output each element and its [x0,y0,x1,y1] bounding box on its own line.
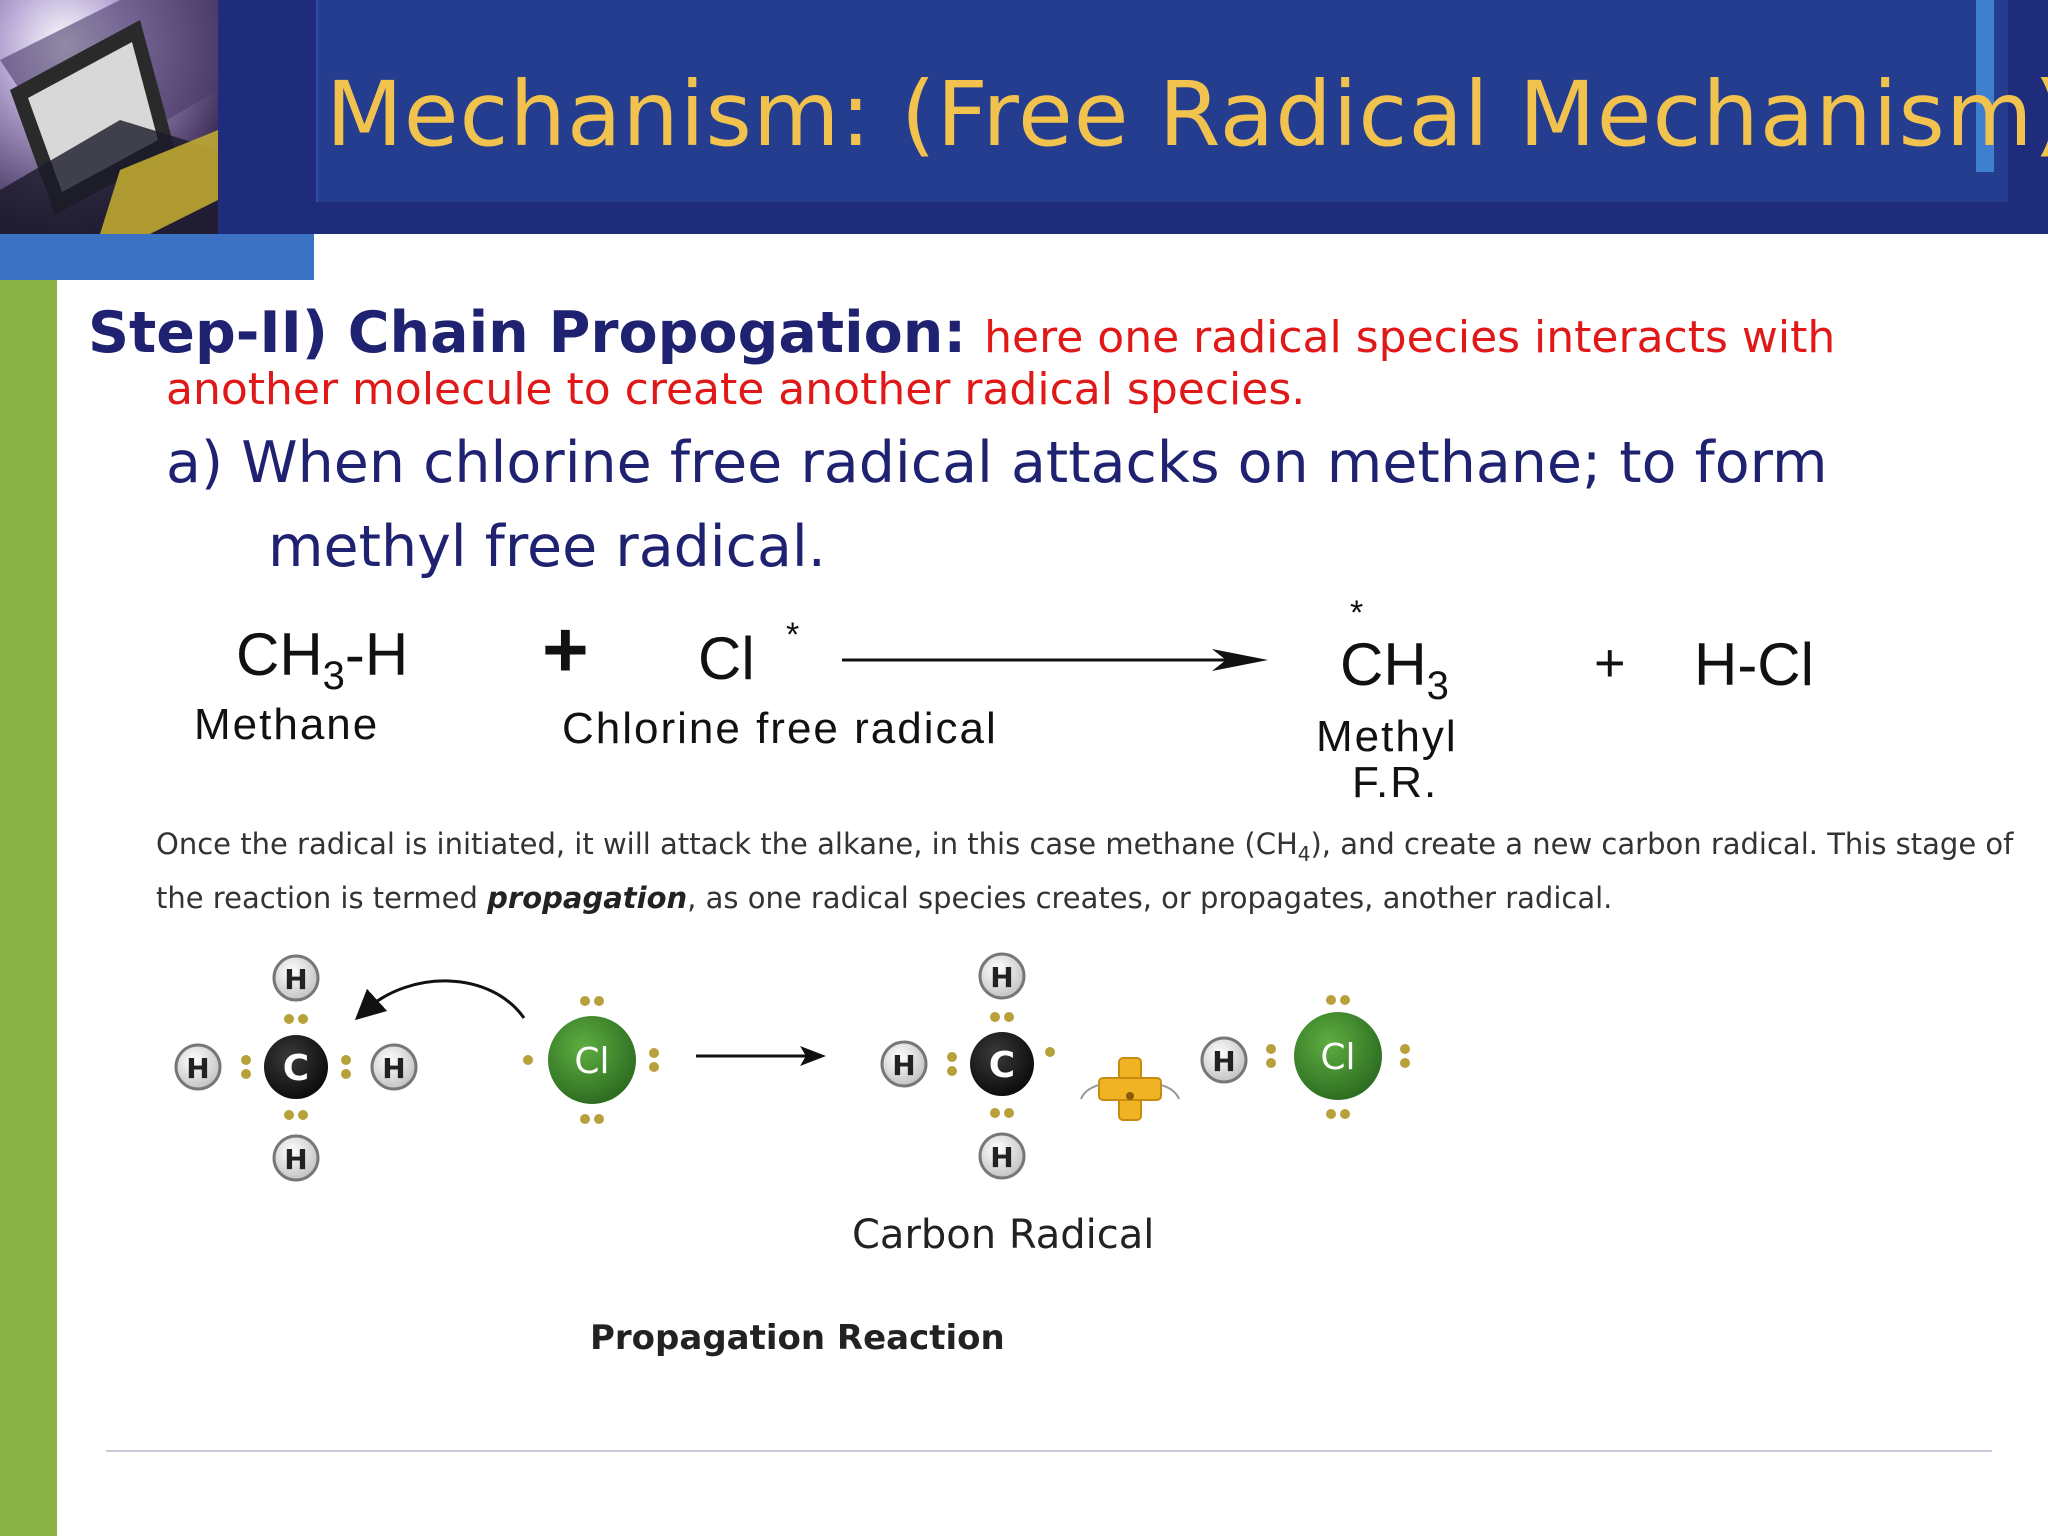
methane-formula: CH3-H [236,621,409,698]
methyl-formula: CH3 [1340,631,1449,708]
methane-h-right: H [370,1043,418,1091]
svg-text:H: H [990,961,1013,994]
hcl-formula: H-Cl [1694,631,1814,698]
title-accent-bar [1976,0,1994,172]
hcl-chlorine-atom: Cl [1294,1012,1382,1100]
step-description-line1: here one radical species interacts with [984,312,1836,363]
methyl-carbon-atom: C [970,1032,1034,1096]
methyl-h-left: H [880,1040,928,1088]
plus-sign-icon [1080,1057,1180,1121]
methyl-label-line2: F.R. [1352,758,1439,807]
svg-text:H: H [284,963,307,996]
methane-h-left: H [174,1043,222,1091]
plus-sign-1: + [542,605,589,694]
propagation-diagram: C H H H H Cl C H H H [174,952,1410,1182]
chlorine-formula: Cl [698,625,755,692]
point-a-line2: methyl free radical. [268,514,826,580]
svg-text:H: H [892,1049,915,1082]
left-green-bar [0,280,57,1536]
methyl-h-bottom: H [978,1132,1026,1180]
title-box [316,0,2008,202]
methyl-radical-star: * [1350,594,1364,632]
header-blue-strip [0,234,314,280]
bottom-divider [106,1450,1992,1452]
chlorine-label: Chlorine free radical [562,704,998,753]
propagation-reaction-caption: Propagation Reaction [590,1318,1005,1358]
methyl-label-line1: Methyl [1316,712,1458,761]
step-heading-line: Step-II) Chain Propogation: here one radi… [88,300,1988,366]
svg-text:H: H [382,1052,405,1085]
plus-sign-2: + [1594,633,1626,693]
methane-molecule: C H H H H [174,954,418,1182]
computer-monitor-image [0,0,218,234]
methane-electron-pairs [241,1014,351,1120]
chlorine-radical-star: * [786,616,800,654]
step-heading: Step-II) Chain Propogation: [88,300,967,366]
reaction-arrow [842,649,1268,671]
methane-h-bottom: H [272,1134,320,1182]
diagram-reaction-arrow [696,1046,826,1066]
methane-carbon-atom: C [264,1035,328,1099]
propagation-note: Once the radical is initiated, it will a… [156,827,2014,915]
svg-text:Cl: Cl [574,1041,609,1082]
svg-text:H: H [1212,1045,1235,1078]
point-a-line1: a) When chlorine free radical attacks on… [166,430,1828,496]
hcl-hydrogen-atom: H [1200,1036,1248,1084]
methyl-radical: C H H H [880,952,1055,1180]
methane-h-top: H [272,954,320,1002]
svg-text:C: C [283,1048,309,1089]
slide-title: Mechanism: (Free Radical Mechanism) [326,62,2048,166]
carbon-radical-caption: Carbon Radical [852,1212,1155,1258]
svg-text:C: C [989,1045,1015,1086]
chlorine-radical: Cl [523,996,659,1124]
methyl-h-top: H [978,952,1026,1000]
methane-label: Methane [194,700,380,749]
hcl-molecule: H Cl [1200,995,1410,1119]
attack-arrow [354,979,526,1021]
svg-text:H: H [990,1141,1013,1174]
svg-text:H: H [186,1052,209,1085]
step-description-line2: another molecule to create another radic… [166,364,1306,415]
svg-text:Cl: Cl [1320,1037,1355,1078]
svg-text:H: H [284,1143,307,1176]
